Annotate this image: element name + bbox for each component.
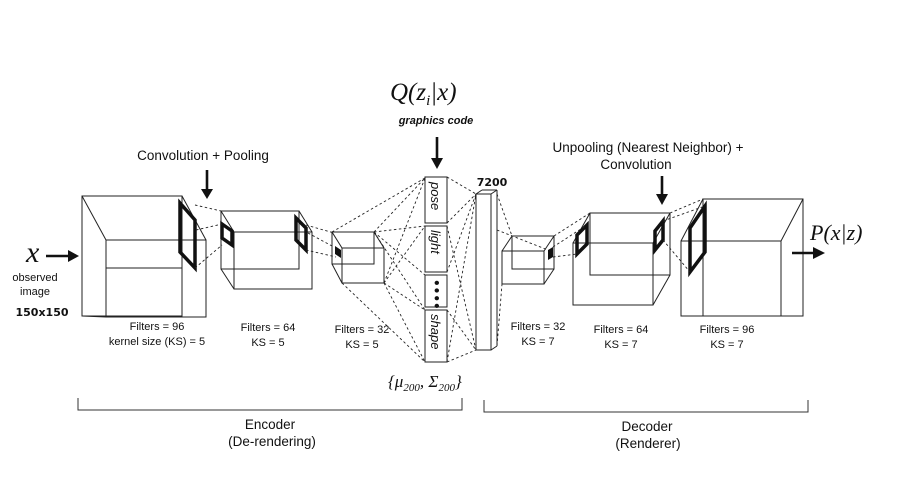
code-pose-label: pose — [428, 181, 443, 210]
dec-layer2-ks: KS = 7 — [604, 339, 637, 351]
encoder-stage-arrow-head — [201, 189, 213, 199]
image-caption: image — [20, 286, 50, 298]
encoder-cube-3 — [331, 231, 385, 284]
code-to-column-connections — [446, 176, 477, 363]
decoder-connections — [496, 193, 706, 347]
input-arrow-head — [68, 250, 79, 262]
enc-layer1-ks: kernel size (KS) = 5 — [109, 336, 205, 348]
enc-layer2-ks: KS = 5 — [251, 337, 284, 349]
encoder-subtitle: (De-rendering) — [228, 434, 316, 449]
decoder-kernel-2b — [653, 216, 665, 255]
decoder-stage-title-line2: Convolution — [600, 157, 671, 172]
latent-params-label: {μ200, Σ200} — [388, 372, 462, 394]
enc-layer2-filters: Filters = 64 — [241, 322, 296, 334]
decoder-bracket — [483, 400, 809, 413]
decoder-title: Decoder — [621, 419, 673, 434]
decoder-cube-1 — [501, 235, 555, 285]
code-dots-label: •••• — [429, 279, 443, 310]
dec-layer2-filters: Filters = 64 — [594, 324, 649, 336]
input-size-label: 150x150 — [15, 306, 68, 319]
encoder-cube-1 — [81, 195, 207, 318]
svg-text:Q(zi|x): Q(zi|x) — [390, 79, 457, 109]
decoder-kernel-1 — [548, 247, 553, 260]
dec-layer3-ks: KS = 7 — [710, 339, 743, 351]
enc-layer1-filters: Filters = 96 — [130, 321, 185, 333]
q-label: Q(zi|x) — [390, 79, 457, 109]
dec-layer3-filters: Filters = 96 — [700, 324, 755, 336]
encoder-kernel-3 — [335, 246, 341, 258]
encoder-kernel-2a — [220, 220, 234, 249]
input-x-symbol: x — [25, 236, 40, 269]
code-box-light — [424, 225, 448, 273]
encoder-title: Encoder — [245, 417, 296, 432]
observed-caption: observed — [12, 272, 57, 284]
input-group: x observed image 150x150 — [12, 236, 79, 319]
output-label: P(x|z) — [809, 220, 862, 245]
dim-7200-label: 7200 — [477, 176, 508, 189]
decoder-stage-title-line1: Unpooling (Nearest Neighbor) + — [553, 140, 744, 155]
graphics-code-arrow-head — [431, 158, 443, 169]
encoder-bracket — [77, 398, 463, 411]
decoder-stage-arrow-head — [656, 194, 668, 205]
code-box-dots — [424, 274, 448, 308]
enc-layer3-ks: KS = 5 — [345, 339, 378, 351]
encoder-stage-title: Convolution + Pooling — [137, 148, 269, 163]
encoder-connections — [194, 177, 426, 363]
code-box-pose — [424, 176, 448, 224]
encoder-cube-2 — [220, 210, 313, 290]
decoder-subtitle: (Renderer) — [615, 436, 680, 451]
dec-layer1-ks: KS = 7 — [521, 336, 554, 348]
decoder-kernel-2a — [575, 220, 589, 259]
code-light-label: light — [428, 230, 443, 255]
enc-layer3-filters: Filters = 32 — [335, 324, 390, 336]
decoder-kernel-3 — [688, 200, 707, 278]
code-box-shape — [424, 309, 448, 363]
dec-layer1-filters: Filters = 32 — [511, 321, 566, 333]
graphics-code-label: graphics code — [398, 115, 474, 127]
encoder-kernel-2b — [294, 213, 308, 255]
code-column: pose light •••• shape — [424, 176, 448, 363]
output-arrow-head — [813, 247, 825, 259]
latent-column-7200 — [475, 189, 498, 351]
code-shape-label: shape — [428, 314, 443, 349]
